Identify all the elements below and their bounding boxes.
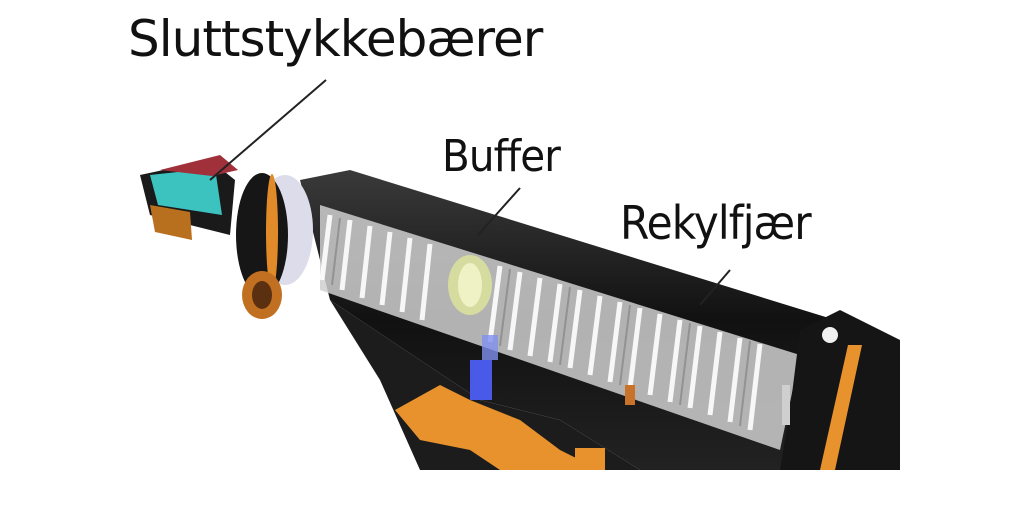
lower-parts <box>395 335 635 470</box>
butt-plate <box>780 310 900 470</box>
label-bolt-carrier: Sluttstykkebærer <box>128 10 543 68</box>
recoil-spring-part <box>319 205 800 450</box>
label-buffer: Buffer <box>442 131 561 182</box>
end-plate <box>236 173 313 319</box>
leader-line-bolt-carrier <box>209 79 327 181</box>
leader-line-buffer <box>477 187 521 236</box>
leader-lines <box>209 79 731 306</box>
buffer-part <box>448 255 492 315</box>
label-recoil-spring: Rekylfjær <box>620 196 812 250</box>
leader-line-recoil-spring <box>699 269 731 306</box>
